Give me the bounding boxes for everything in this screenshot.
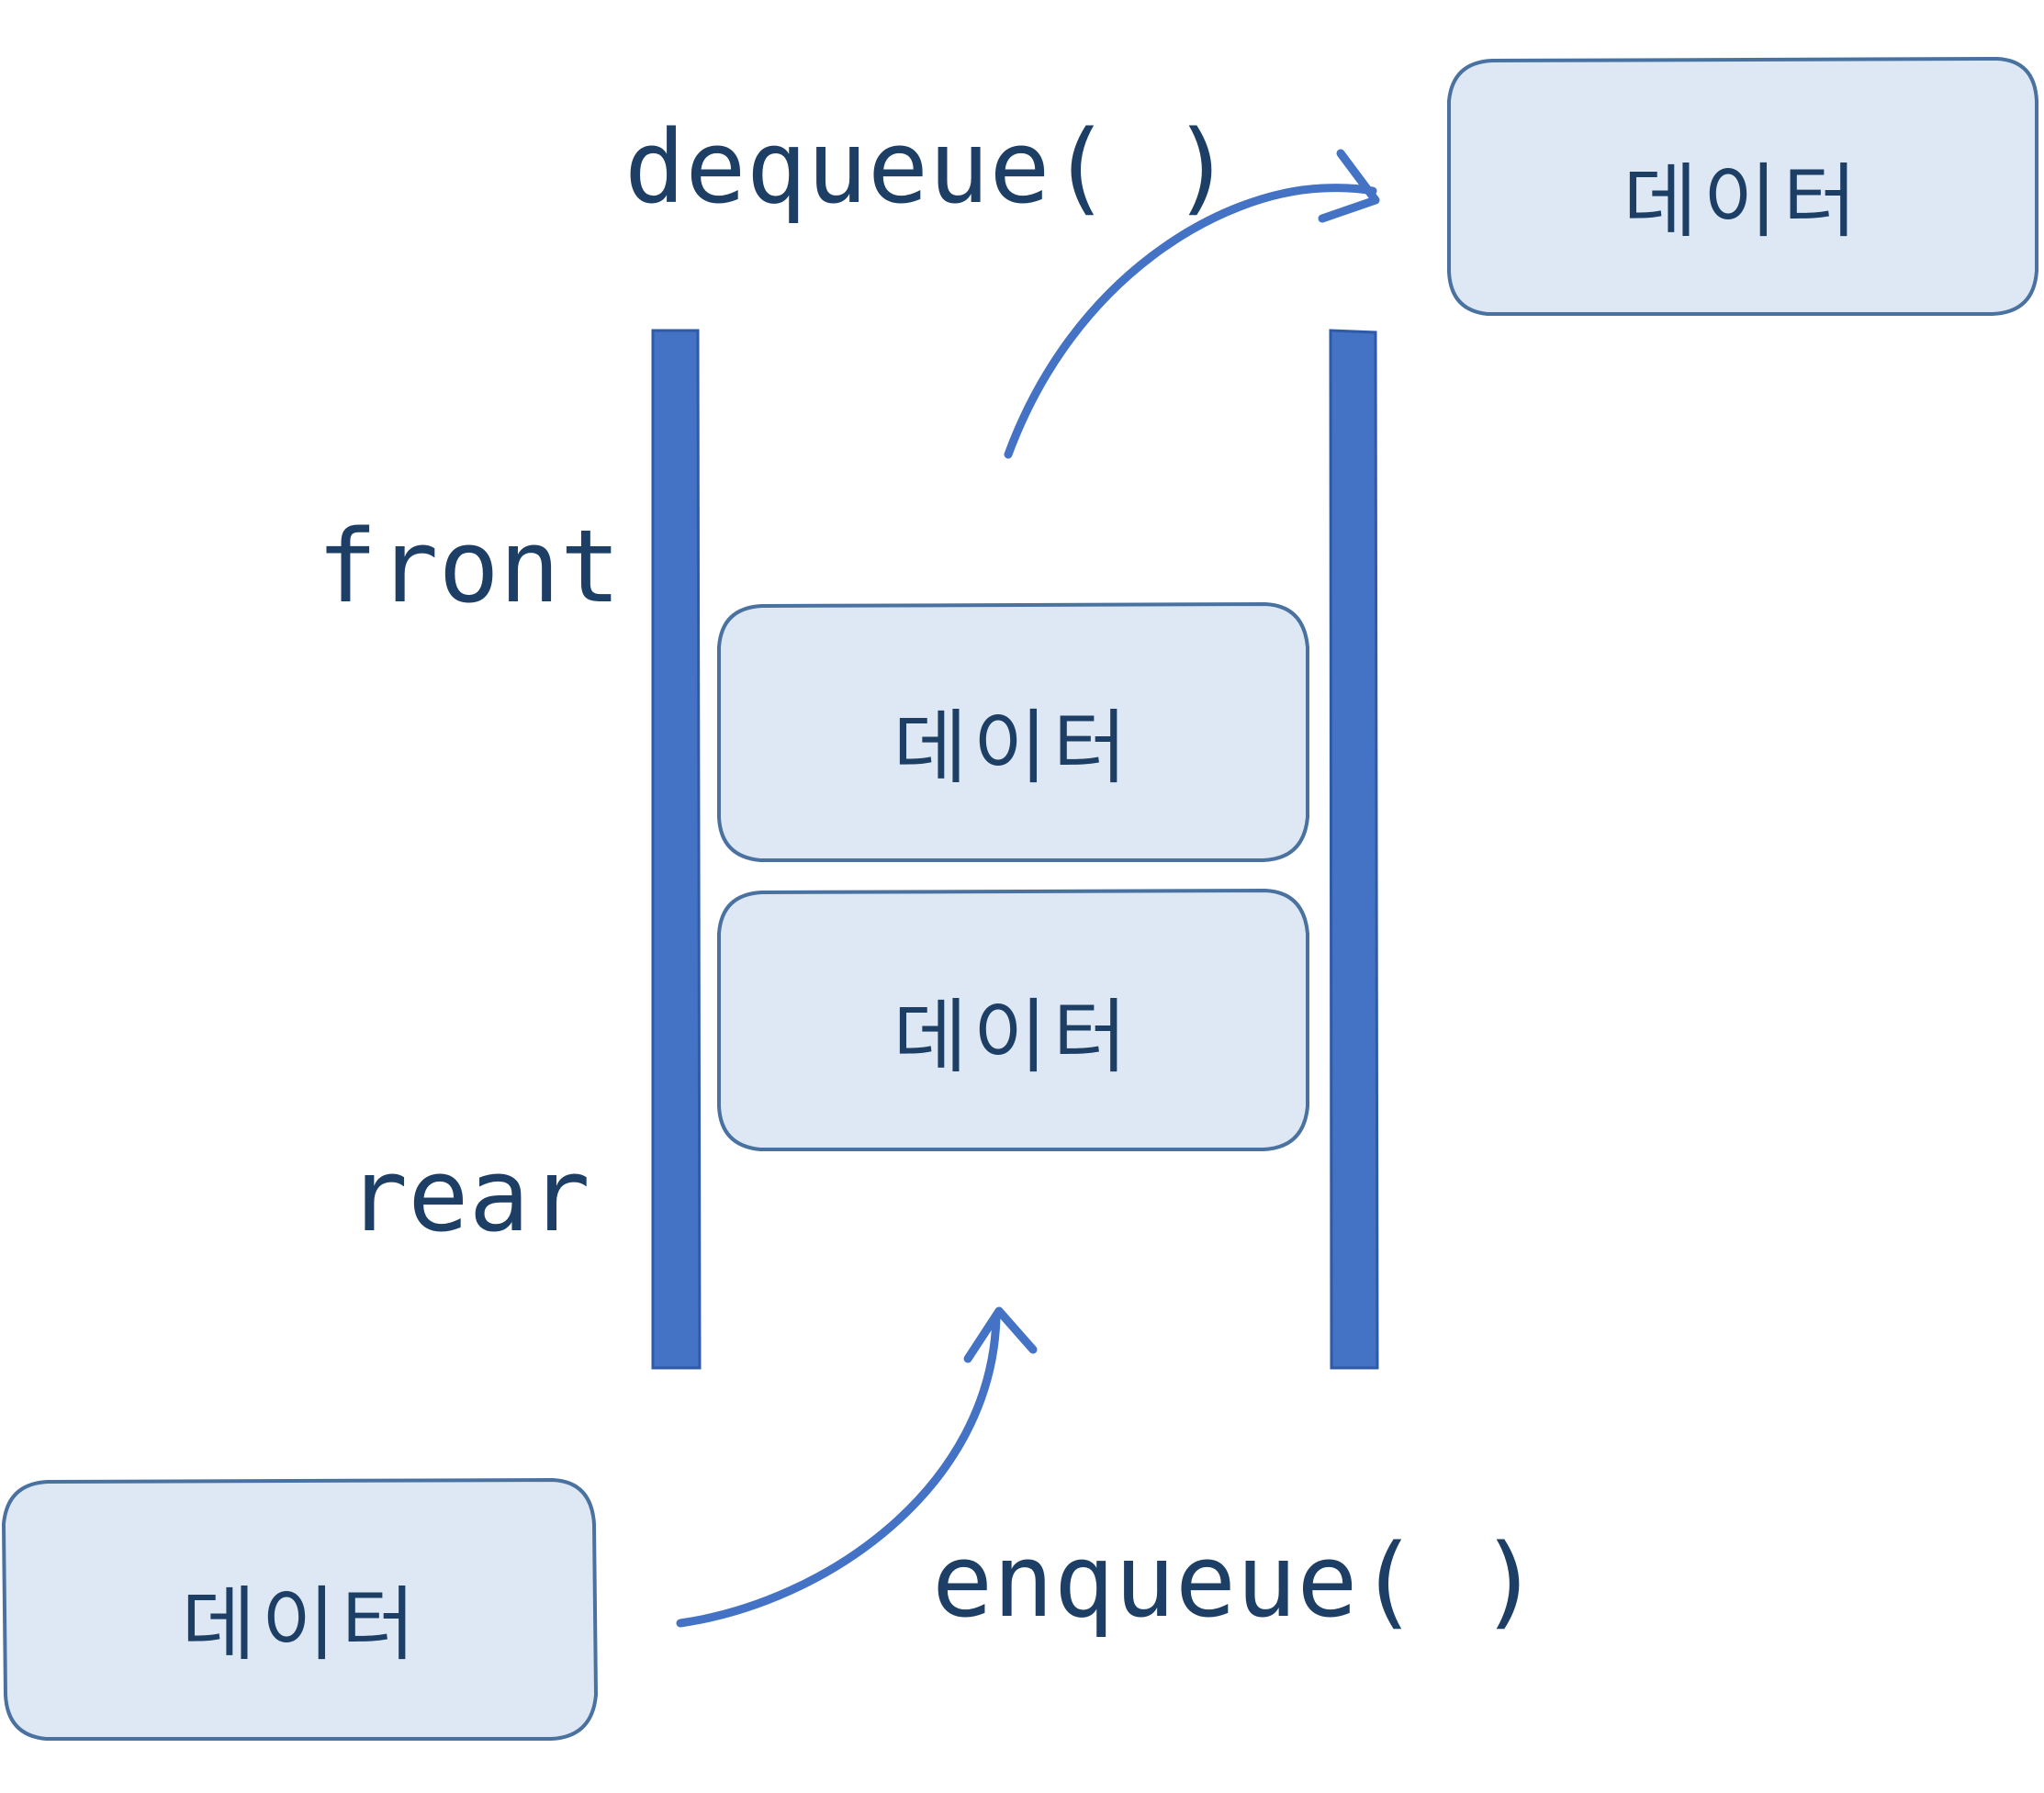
- curved-arrow-up-right-icon: [1004, 149, 1380, 459]
- rear-label: rear: [347, 1137, 590, 1254]
- curved-arrow-up-icon: [676, 1306, 1038, 1628]
- enqueue-label: enqueue( ): [932, 1522, 1540, 1640]
- dequeued-data-box: 데이터: [1447, 56, 2038, 316]
- queue-rear-data-label: 데이터: [893, 990, 1133, 1084]
- queue-rear-data-box: 데이터: [717, 888, 1309, 1151]
- dequeue-label: dequeue( ): [624, 108, 1232, 226]
- queue-left-rail: [651, 329, 702, 1370]
- queue-front-data-box: 데이터: [717, 601, 1309, 862]
- incoming-data-box: 데이터: [1, 1477, 599, 1741]
- dequeued-data-label: 데이터: [1623, 154, 1863, 249]
- queue-right-rail: [1329, 329, 1379, 1370]
- front-label: front: [317, 508, 621, 625]
- queue-front-data-label: 데이터: [893, 700, 1133, 795]
- incoming-data-label: 데이터: [182, 1577, 421, 1672]
